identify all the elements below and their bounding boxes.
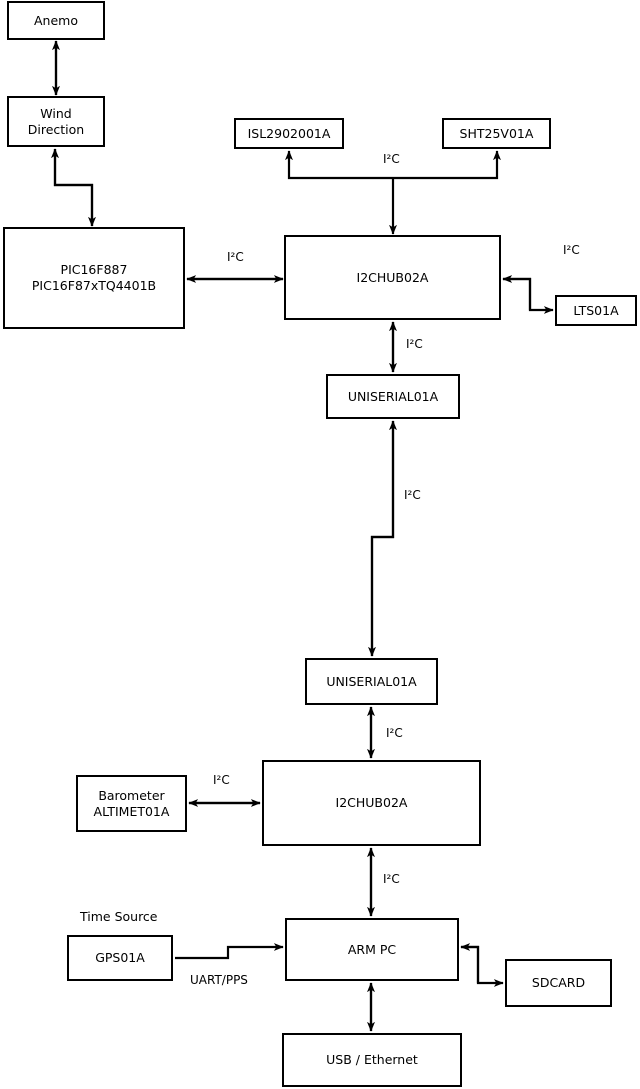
edge-label-i2c-uniserial-hubbot: I²C — [386, 726, 403, 740]
edge-label-i2c-pic-hubtop: I²C — [227, 250, 244, 264]
node-wind-direction[interactable]: Wind Direction — [7, 96, 105, 147]
node-sht25v01a[interactable]: SHT25V01A — [442, 118, 551, 149]
node-uniserial01a-top[interactable]: UNISERIAL01A — [326, 374, 460, 419]
wire-armpc-sdcard — [461, 945, 504, 987]
node-i2chub02a-bottom[interactable]: I2CHUB02A — [262, 760, 481, 846]
label-time-source: Time Source — [80, 909, 158, 924]
edge-label-i2c-uniserial-uniserial: I²C — [404, 488, 421, 502]
node-i2chub02a-top[interactable]: I2CHUB02A — [284, 235, 501, 320]
node-isl2902001a[interactable]: ISL2902001A — [234, 118, 344, 149]
node-sdcard[interactable]: SDCARD — [505, 959, 612, 1007]
node-gps01a[interactable]: GPS01A — [67, 935, 173, 981]
wire-wind-pic-up — [51, 148, 94, 226]
wire-gps-armpc — [175, 943, 284, 960]
edge-label-i2c-hubbot-armpc: I²C — [383, 872, 400, 886]
wire-hubtop-bus-isl — [285, 150, 393, 180]
wire-uniserialtop-uniserialbot — [368, 421, 395, 657]
edge-label-i2c-hubtop-sensors: I²C — [383, 152, 400, 166]
wire-uniserialbot-uniserialtop — [370, 420, 397, 656]
edge-label-i2c-barometer-hubbot: I²C — [213, 773, 230, 787]
wire-hubtop-lts — [503, 277, 554, 314]
wire-wind-pic-down — [53, 149, 96, 227]
wire-lts-hubtop — [502, 275, 532, 310]
node-arm-pc[interactable]: ARM PC — [285, 918, 459, 981]
node-barometer-altimet01a[interactable]: Barometer ALTIMET01A — [76, 775, 187, 832]
edge-label-i2c-hubtop-lts01a: I²C — [563, 243, 580, 257]
edge-label-uart-pps: UART/PPS — [190, 973, 248, 987]
wire-hubtop-bus-sht — [393, 150, 501, 180]
node-pic-microcontroller[interactable]: PIC16F887 PIC16F87xTQ4401B — [3, 227, 185, 329]
edge-label-i2c-hubtop-uniserial: I²C — [406, 337, 423, 351]
node-anemo[interactable]: Anemo — [7, 1, 105, 40]
node-lts01a[interactable]: LTS01A — [555, 295, 637, 326]
node-uniserial01a-bottom[interactable]: UNISERIAL01A — [305, 658, 438, 705]
wire-sdcard-armpc — [460, 943, 480, 983]
node-usb-ethernet[interactable]: USB / Ethernet — [282, 1033, 462, 1087]
